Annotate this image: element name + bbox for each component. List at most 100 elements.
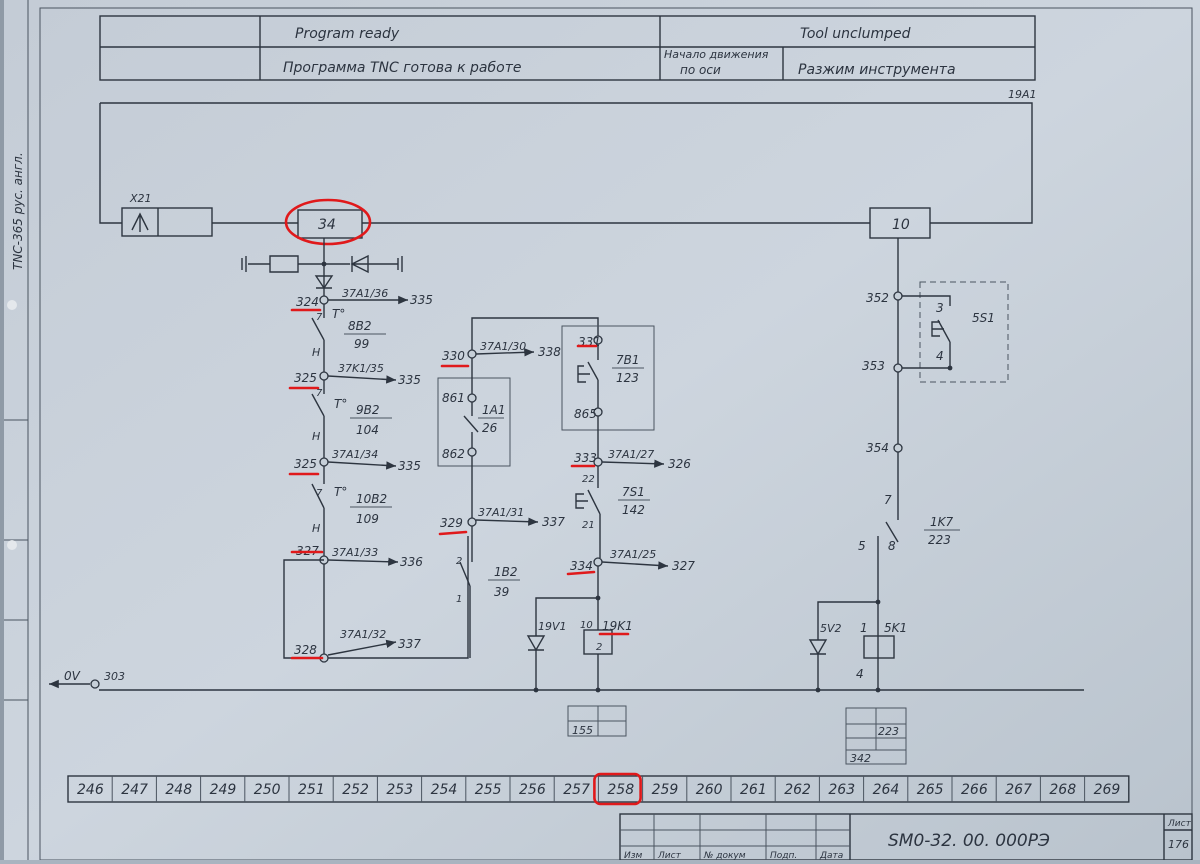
node-333: 333: [574, 451, 597, 465]
comp-7b1-ref: 123: [616, 371, 639, 385]
pin-7-k: 7: [884, 493, 892, 507]
margin-text: TNC-365 рус. англ.: [11, 152, 25, 270]
n86-2: 862: [442, 447, 465, 461]
title-en-right: Tool unclumped: [800, 26, 911, 42]
comp-19v1: 19V1: [538, 620, 567, 633]
ruler-col-265: 265: [917, 782, 944, 798]
pin-10-k: 10: [580, 620, 593, 631]
dest-327: 327: [672, 559, 695, 573]
ref-37k1-35: 37K1/35: [338, 362, 384, 375]
comp-10b2-ref: 109: [356, 512, 379, 526]
stamp-col-list: Лист: [657, 851, 682, 860]
title-ru-right: Разжим инструмента: [798, 62, 956, 78]
ruler-col-246: 246: [77, 782, 104, 798]
comp-5s1: 5S1: [972, 311, 995, 325]
x21-connector: X21: [121, 192, 213, 237]
xref-table-right: 223 342: [845, 707, 907, 765]
stamp-doc-number: SM0-32. 00. 000PЭ: [888, 831, 1050, 851]
circuit-right: 352 3 4 5S1 353 354 7 5 8 1K7 223 5V2 1 …: [808, 238, 1009, 693]
ruler-col-254: 254: [431, 782, 458, 798]
temp-2: T°: [334, 397, 347, 411]
pin-34: 34: [284, 198, 372, 246]
comp-1a1: 1A1: [482, 403, 505, 417]
dest-337-b: 337: [542, 515, 565, 529]
module-19a1: 19A1: [99, 88, 1037, 224]
ruler-col-256: 256: [519, 782, 546, 798]
ref-37a1-32: 37A1/32: [340, 628, 386, 641]
pin-7-b: 7: [316, 388, 323, 399]
ref-37a1-30: 37A1/30: [480, 340, 526, 353]
node-328: 328: [294, 643, 317, 657]
h-1: H: [312, 346, 320, 359]
dest-336: 336: [400, 555, 423, 569]
pin-10-label: 10: [892, 217, 910, 233]
ruler-col-255: 255: [475, 782, 502, 798]
highlight-circle-34: [284, 198, 372, 246]
stamp-sheet-label: Лист: [1167, 819, 1192, 829]
dest-335-a: 335: [410, 293, 433, 307]
n86-5: 865: [574, 407, 597, 421]
ref-37a1-33: 37A1/33: [332, 546, 378, 559]
comp-1a1-ref: 26: [482, 421, 498, 435]
stamp-col-izm: Изм: [624, 851, 643, 860]
ruler-col-257: 257: [563, 782, 590, 798]
stamp-col-data: Дата: [819, 851, 843, 860]
ground-rail: 0V 303: [49, 669, 1084, 691]
comp-1k7: 1K7: [930, 515, 954, 529]
ruler-col-251: 251: [298, 782, 325, 798]
xref-table-left: 155: [567, 705, 627, 737]
left-margin-strip: TNC-365 рус. англ.: [4, 0, 29, 860]
ruler-col-262: 262: [784, 782, 811, 798]
ref-37a1-36: 37A1/36: [342, 287, 388, 300]
xref-223: 223: [878, 725, 899, 738]
ruler-col-269: 269: [1094, 782, 1121, 798]
comp-7b1: 7B1: [616, 353, 640, 367]
circuit-left: 324 37A1/36 335 7 T° H 8B2 99 325 37K1/3…: [241, 238, 469, 663]
ruler-col-267: 267: [1005, 782, 1032, 798]
node-325b: 325: [294, 457, 317, 471]
dest-338: 338: [538, 345, 561, 359]
title-ru-mid-2: по оси: [680, 63, 721, 77]
title-ru-left: Программа TNC готова к работе: [283, 60, 521, 76]
dest-335-b: 335: [398, 373, 421, 387]
pin-8-k: 8: [888, 539, 896, 553]
comp-9b2-ref: 104: [356, 423, 379, 437]
pin-21: 21: [582, 520, 595, 531]
ruler-col-268: 268: [1049, 782, 1076, 798]
pin-22: 22: [582, 474, 595, 485]
label-0v: 0V: [64, 669, 81, 683]
pin-4-k: 4: [856, 667, 864, 681]
pin-2-b: 2: [456, 556, 462, 567]
pin-34-label: 34: [318, 217, 336, 233]
highlight-box-258: [593, 772, 642, 806]
node-352: 352: [866, 291, 889, 305]
h-3: H: [312, 522, 320, 535]
ruler-col-259: 259: [652, 782, 679, 798]
pin-1-b: 1: [456, 594, 462, 605]
stamp-col-podp: Подп.: [770, 851, 797, 860]
ruler-col-253: 253: [386, 782, 413, 798]
ruler-col-249: 249: [210, 782, 237, 798]
comp-8b2-ref: 99: [354, 337, 369, 351]
node-303: 303: [104, 670, 125, 683]
pin-2-k: 2: [596, 642, 602, 653]
ref-37a1-25: 37A1/25: [610, 548, 656, 561]
comp-1b2: 1B2: [494, 565, 518, 579]
pin-7-c: 7: [316, 488, 323, 499]
comp-8b2: 8B2: [348, 319, 372, 333]
node-334: 334: [570, 559, 593, 573]
pin-5-k: 5: [858, 539, 866, 553]
pin-7-a: 7: [316, 312, 323, 323]
ruler-col-248: 248: [165, 782, 192, 798]
ref-37a1-27: 37A1/27: [608, 448, 654, 461]
xref-155: 155: [572, 724, 593, 737]
comp-1b2-ref: 39: [494, 585, 509, 599]
node-353: 353: [862, 359, 885, 373]
node-325a: 325: [294, 371, 317, 385]
pin-10: 10: [869, 207, 931, 239]
circuit-middle: 330 37A1/30 338 861 862 1A1 26 329 37A1/…: [437, 317, 695, 693]
n86-1: 861: [442, 391, 465, 405]
